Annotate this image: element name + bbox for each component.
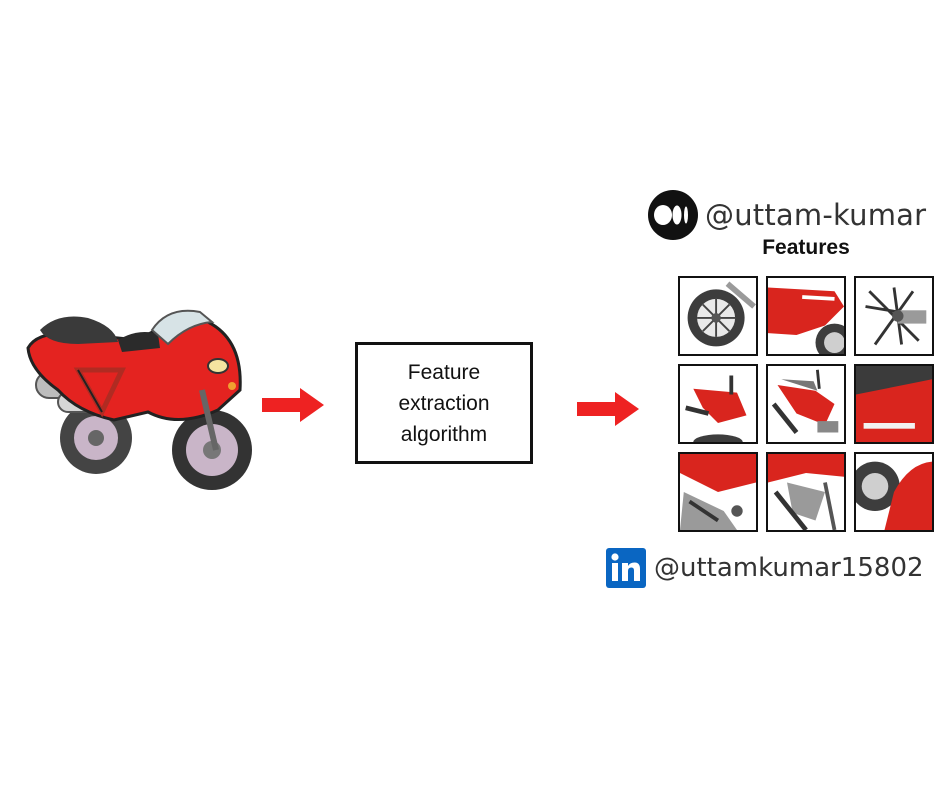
spokes-feature xyxy=(854,276,934,356)
linkedin-logo-icon xyxy=(606,548,646,588)
tail-feature xyxy=(678,364,758,444)
feature-extraction-box: Feature extraction algorithm xyxy=(355,342,533,464)
algorithm-label: Feature extraction algorithm xyxy=(398,360,490,446)
tank-feature xyxy=(766,364,846,444)
frame-feature xyxy=(766,452,846,532)
medium-watermark: @uttam-kumar xyxy=(645,190,926,240)
medium-logo-icon xyxy=(648,190,698,240)
panel-feature xyxy=(854,364,934,444)
engine-feature xyxy=(678,452,758,532)
right-arrow-icon xyxy=(262,388,324,422)
fender-feature xyxy=(854,452,934,532)
medium-handle-text: @uttam-kumar xyxy=(705,198,927,232)
right-arrow-icon xyxy=(577,392,639,426)
fairing-feature xyxy=(766,276,846,356)
linkedin-handle-text: @uttamkumar15802 xyxy=(654,553,924,583)
linkedin-watermark: @uttamkumar15802 xyxy=(606,548,924,588)
wheel-feature xyxy=(678,276,758,356)
features-title: Features xyxy=(762,236,850,259)
motorcycle-icon xyxy=(18,300,264,500)
features-grid xyxy=(678,276,940,538)
